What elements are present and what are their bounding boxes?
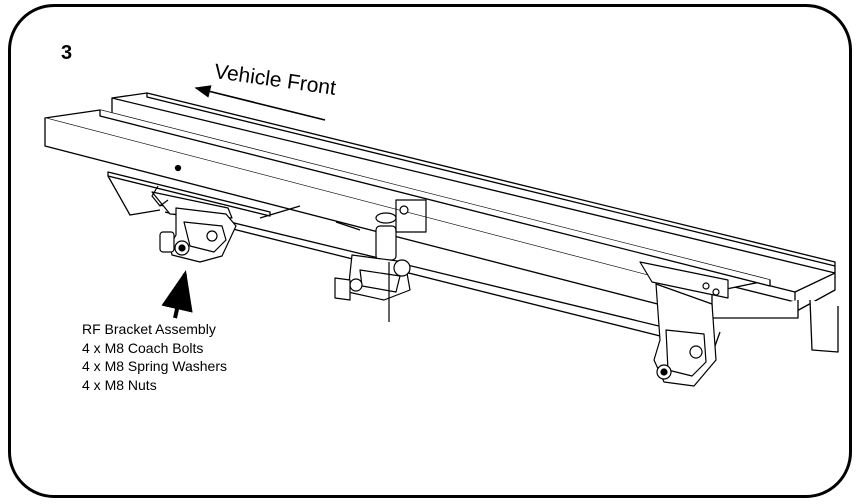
rf-bracket-assembly — [151, 185, 237, 263]
parts-list-item: 4 x M8 Coach Bolts — [82, 339, 204, 356]
callout-arrow — [161, 270, 193, 319]
parts-callout: RF Bracket Assembly 4 x M8 Coach Bolts 4… — [82, 320, 227, 394]
parts-list-item: 4 x M8 Nuts — [82, 376, 157, 393]
callout-title: RF Bracket Assembly — [82, 321, 216, 337]
rear-bracket-assembly — [639, 261, 729, 387]
instruction-panel — [8, 4, 852, 498]
step-number: 3 — [61, 42, 73, 64]
vehicle-front-arrow — [194, 85, 326, 121]
parts-list-item: 4 x M8 Spring Washers — [82, 358, 227, 374]
center-bracket-assembly — [334, 199, 427, 322]
